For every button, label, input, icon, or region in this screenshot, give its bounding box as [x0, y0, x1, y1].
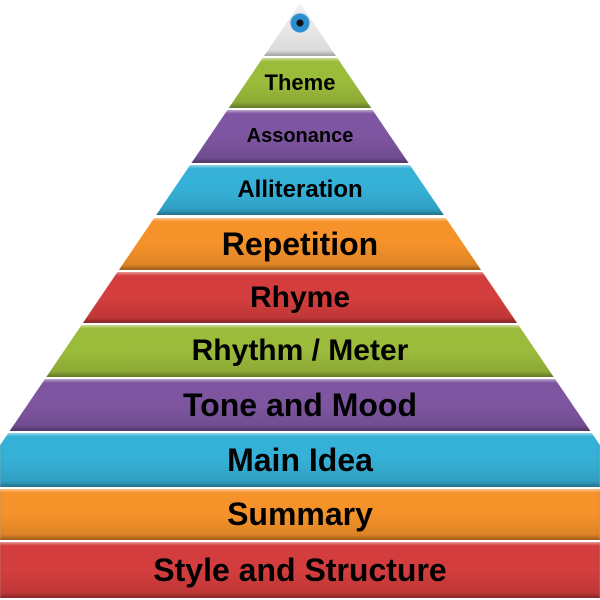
eye-icon — [286, 12, 314, 34]
pyramid-layer-tone-and-mood: Tone and Mood — [0, 379, 600, 431]
pyramid-layer-summary: Summary — [0, 489, 600, 540]
pyramid-layer-alliteration: Alliteration — [0, 165, 600, 215]
layer-label: Style and Structure — [153, 551, 447, 588]
layer-label: Rhyme — [249, 280, 351, 314]
layer-label: Summary — [227, 496, 373, 532]
pyramid-layer-repetition: Repetition — [0, 218, 600, 270]
layer-label: Tone and Mood — [182, 386, 418, 423]
pyramid-layer-theme: Theme — [0, 58, 600, 108]
pyramid-layer-assonance: Assonance — [0, 110, 600, 163]
pyramid-layer-rhyme: Rhyme — [0, 272, 600, 323]
layer-label: Repetition — [221, 225, 379, 262]
layer-label: Theme — [264, 70, 336, 95]
layer-label: Main Idea — [227, 441, 373, 478]
layer-label: Alliteration — [237, 176, 363, 203]
pyramid-layer-main-idea: Main Idea — [0, 433, 600, 487]
pyramid-layer-style-and-structure: Style and Structure — [0, 542, 600, 598]
pyramid-layer-rhythm-meter: Rhythm / Meter — [0, 325, 600, 377]
layer-label: Assonance — [246, 125, 354, 147]
layer-label: Rhythm / Meter — [191, 334, 409, 367]
